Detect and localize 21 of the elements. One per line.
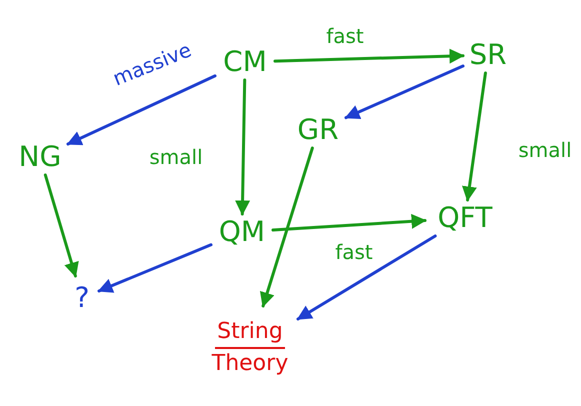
edge-label: fast [324, 26, 366, 46]
handwritten-label: QM [218, 218, 266, 246]
arrow [462, 72, 487, 202]
handwritten-label: NG [18, 143, 62, 171]
arrow [98, 243, 212, 293]
arrow [44, 174, 79, 278]
arrow [66, 74, 216, 146]
handwritten-label: Theory [212, 353, 288, 375]
edge-label: fast [333, 242, 375, 262]
arrow [272, 214, 426, 232]
handwritten-label: CM [223, 48, 267, 76]
arrow [235, 78, 250, 216]
handwritten-label: GR [297, 116, 339, 144]
arrow [260, 146, 314, 308]
handwritten-label: SR [469, 41, 507, 69]
handwritten-label: String [217, 321, 283, 343]
handwritten-label: ? [74, 284, 90, 312]
arrow [274, 48, 464, 64]
arrow [296, 234, 437, 320]
arrow [344, 64, 464, 120]
handwritten-label: QFT [438, 204, 492, 232]
